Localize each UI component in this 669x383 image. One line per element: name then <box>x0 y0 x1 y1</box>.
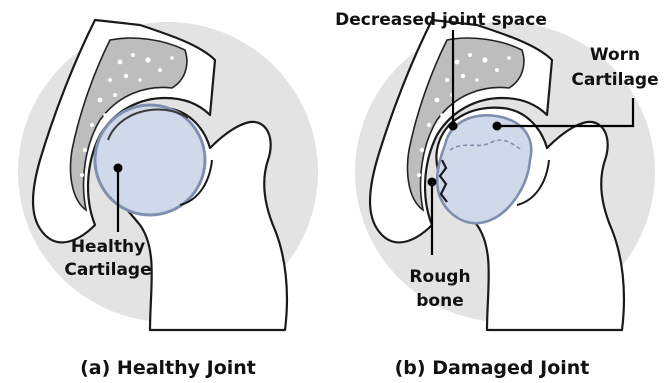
healthy-cartilage-label-line1: Healthy <box>71 237 145 257</box>
worn-cartilage-label-line1: Worn <box>590 45 640 65</box>
damaged-joint-panel: Decreased joint space Worn Cartilage Rou… <box>335 10 658 379</box>
decreased-joint-space-label: Decreased joint space <box>335 10 547 30</box>
healthy-cartilage-label-line2: Cartilage <box>64 260 151 280</box>
rough-bone-label-line1: Rough <box>409 267 470 287</box>
healthy-cartilage <box>95 105 205 215</box>
healthy-joint-panel: Healthy Cartilage (a) Healthy Joint <box>18 20 318 379</box>
rough-bone-label-line2: bone <box>416 291 463 311</box>
worn-cartilage-label-line2: Cartilage <box>571 70 658 90</box>
healthy-joint-caption: (a) Healthy Joint <box>80 357 256 379</box>
damaged-joint-caption: (b) Damaged Joint <box>395 357 590 379</box>
